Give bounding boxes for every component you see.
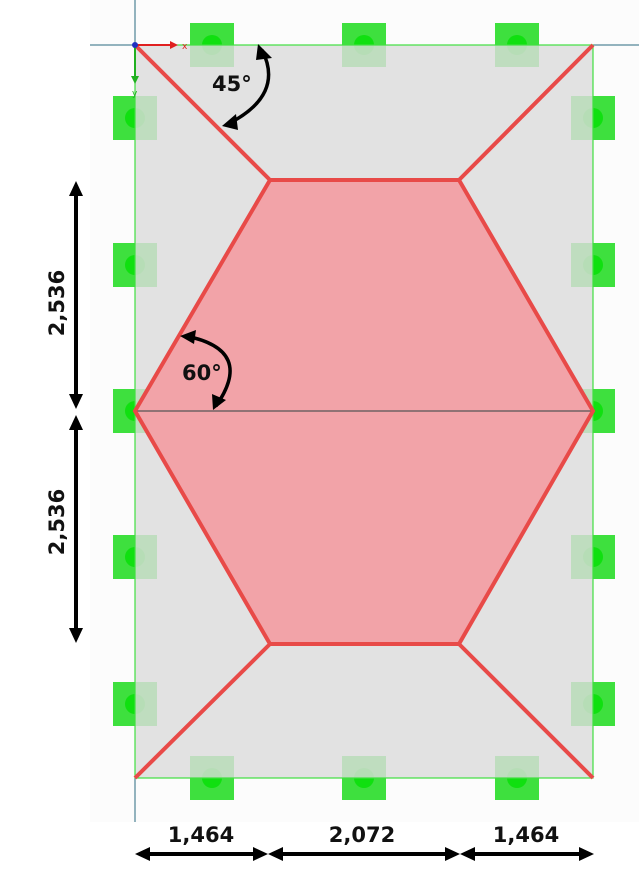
- dimension-horizontal-1: 1,464: [168, 823, 234, 847]
- arrowhead-icon: [256, 44, 272, 60]
- corner-line-br: [457, 642, 595, 780]
- angle-60: 60°: [180, 330, 232, 410]
- origin-point: [132, 42, 138, 48]
- dimension-horizontal-3: 1,464: [493, 823, 559, 847]
- arrowhead-icon: [180, 330, 196, 344]
- angle-label-60: 60°: [182, 361, 222, 385]
- edges: [132, 43, 596, 780]
- corner-line-tl: [133, 43, 272, 182]
- dimension-horizontal-2: 2,072: [329, 823, 395, 847]
- x-axis-arrow-icon: [170, 41, 178, 49]
- y-axis-arrow-icon: [131, 76, 139, 84]
- vertical-dimensions: 2,536 2,536: [45, 181, 83, 643]
- arrowhead-icon: [222, 114, 238, 130]
- angle-label-45: 45°: [212, 72, 252, 96]
- y-axis-label: y: [132, 89, 138, 99]
- local-axes: x y: [131, 41, 188, 99]
- arrowhead-icon: [212, 394, 226, 410]
- corner-line-bl: [133, 642, 272, 780]
- dimension-vertical-2: 2,536: [45, 489, 69, 555]
- corner-line-tr: [457, 43, 595, 182]
- dimension-vertical-1: 2,536: [45, 270, 69, 336]
- angle-45: 45°: [212, 44, 272, 130]
- hexagon-region: [135, 180, 593, 644]
- horizontal-dimensions: 1,464 2,072 1,464: [135, 823, 594, 861]
- x-axis-label: x: [182, 42, 188, 52]
